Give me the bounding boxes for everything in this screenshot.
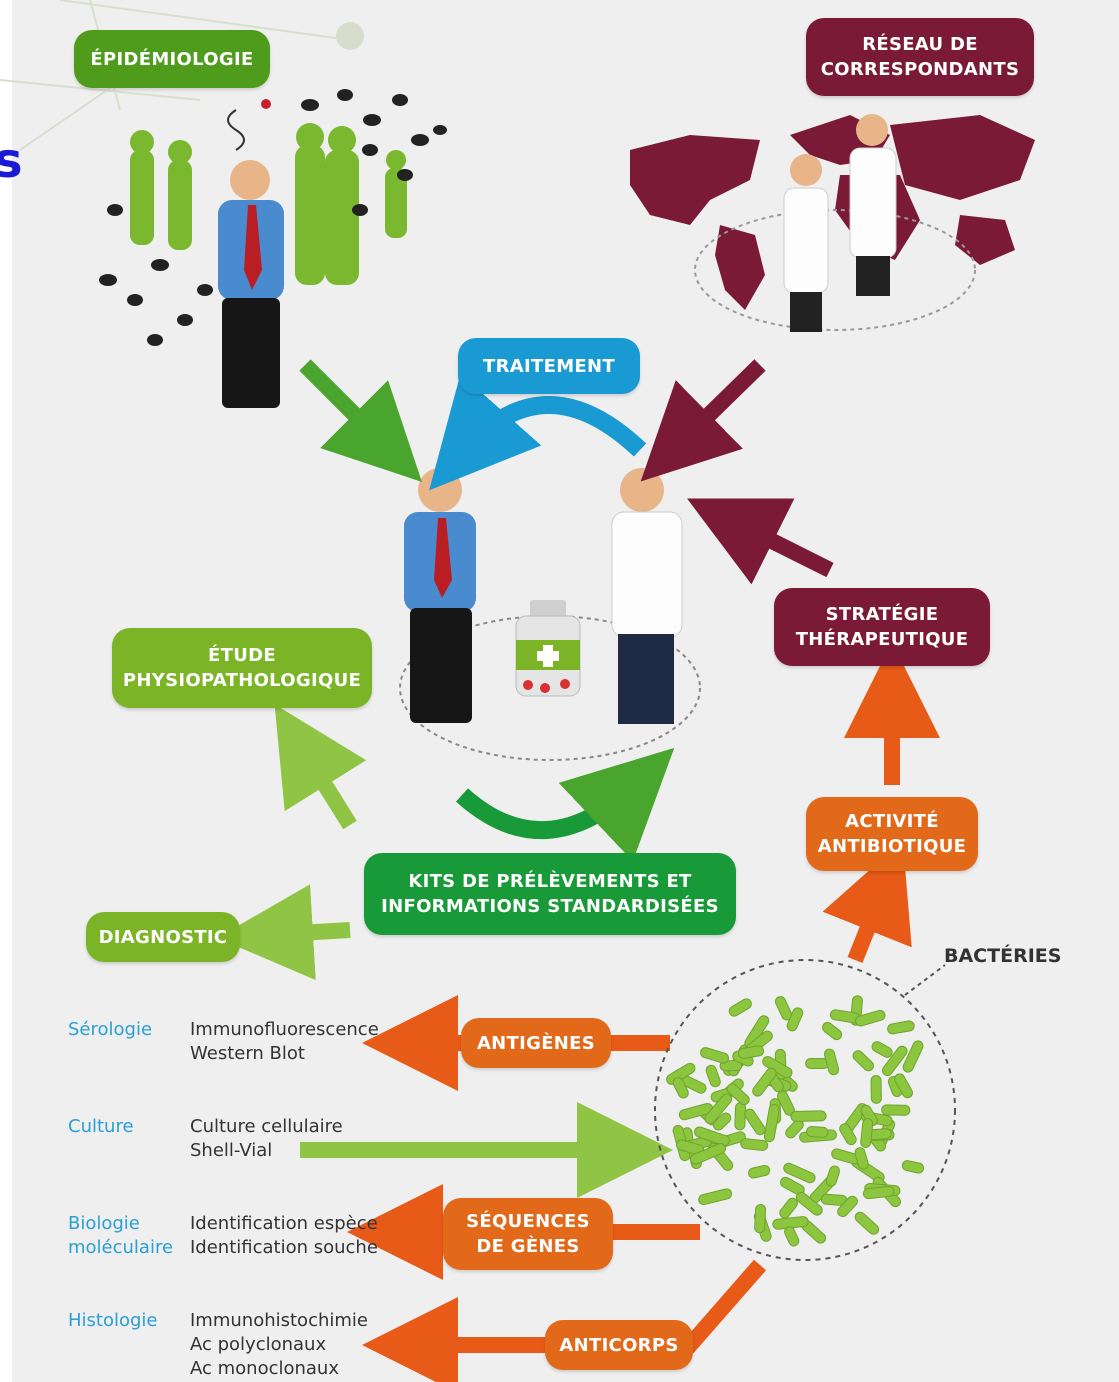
bacterium bbox=[734, 1102, 747, 1131]
node-strategie-therapeutique[interactable]: STRATÉGIE THÉRAPEUTIQUE bbox=[774, 588, 990, 666]
bacterium bbox=[752, 1067, 777, 1097]
bacterium bbox=[790, 1110, 827, 1122]
node-reseau-correspondants[interactable]: RÉSEAU DE CORRESPONDANTS bbox=[806, 18, 1034, 96]
bacterium bbox=[860, 1104, 878, 1127]
bacterium bbox=[783, 1162, 816, 1184]
bacterium bbox=[881, 1045, 908, 1077]
bacterium bbox=[698, 1188, 733, 1206]
left-border bbox=[0, 0, 12, 1382]
bacteria-pointer bbox=[904, 964, 946, 996]
bacterium bbox=[779, 1197, 798, 1219]
node-diagnostic[interactable]: DIAGNOSTIC bbox=[86, 912, 240, 962]
bacterium bbox=[806, 1126, 829, 1138]
bacterium bbox=[737, 1045, 765, 1059]
method-category-serologie: Sérologie bbox=[68, 1019, 153, 1040]
bacteria-circle bbox=[654, 959, 956, 1261]
bacterium bbox=[862, 1185, 895, 1200]
bacterium bbox=[805, 1057, 830, 1069]
bacterium bbox=[870, 1074, 882, 1104]
bacterium bbox=[822, 1022, 843, 1041]
bacterium bbox=[837, 1195, 858, 1218]
method-details-culture: Culture cellulaire Shell-Vial bbox=[190, 1116, 343, 1161]
bacterium bbox=[726, 1083, 750, 1106]
node-sequences-genes[interactable]: SÉQUENCES DE GÈNES bbox=[443, 1198, 613, 1270]
method-category-culture: Culture bbox=[68, 1116, 134, 1137]
bacterium bbox=[852, 1050, 874, 1072]
node-anticorps[interactable]: ANTICORPS bbox=[545, 1320, 693, 1370]
bacterium bbox=[740, 1138, 769, 1151]
globe-ring bbox=[694, 209, 976, 331]
arrow-kits-to-diagnostic bbox=[217, 884, 351, 981]
method-details-serologie: Immunofluorescence Western Blot bbox=[190, 1019, 379, 1064]
arrow-kits-to-etude bbox=[274, 704, 367, 830]
bacterium bbox=[854, 1147, 869, 1170]
bacterium bbox=[839, 1123, 857, 1146]
bacterium bbox=[678, 1102, 714, 1121]
patient-figure-top bbox=[218, 109, 284, 408]
bacteria-cluster bbox=[666, 995, 925, 1247]
arrow-strategie-to-doctor bbox=[687, 498, 834, 585]
bacterium bbox=[784, 1226, 800, 1247]
bacterium bbox=[763, 1104, 780, 1143]
bacterium bbox=[689, 1142, 727, 1165]
arrow-traitement-loop bbox=[429, 373, 647, 491]
node-traitement[interactable]: TRAITEMENT bbox=[458, 338, 640, 394]
bacterium bbox=[871, 1041, 893, 1058]
bacterium bbox=[795, 1191, 823, 1216]
title-fragment: s bbox=[0, 133, 23, 189]
medicine-bottle bbox=[515, 600, 581, 697]
bacterium bbox=[901, 1160, 925, 1174]
arrow-bacteries-to-activite bbox=[822, 840, 912, 963]
bacterium bbox=[774, 996, 793, 1021]
bacterium bbox=[744, 1108, 766, 1136]
bacterium bbox=[825, 1165, 841, 1187]
bacterium bbox=[823, 1048, 840, 1076]
bacterium bbox=[887, 1020, 915, 1035]
bacterium bbox=[666, 1062, 696, 1085]
bacterium bbox=[700, 1047, 730, 1064]
node-kits-prelevements[interactable]: KITS DE PRÉLÈVEMENTS ET INFORMATIONS STA… bbox=[364, 853, 736, 935]
bacterium bbox=[672, 1077, 689, 1099]
arrow-reseau-to-center bbox=[640, 359, 766, 482]
node-etude-physiopathologique[interactable]: ÉTUDE PHYSIOPATHOLOGIQUE bbox=[112, 628, 372, 708]
bacterium bbox=[881, 1104, 911, 1116]
bacterium bbox=[728, 998, 752, 1017]
arrow-epidemio-to-center bbox=[299, 359, 422, 482]
method-category-biologie-moleculaire: Biologie moléculaire bbox=[68, 1213, 174, 1258]
crowd-silhouettes bbox=[130, 123, 407, 285]
bacterium bbox=[704, 1093, 733, 1125]
doctor-figure-center bbox=[611, 468, 683, 724]
bacterium bbox=[705, 1064, 721, 1088]
bacterium bbox=[854, 1211, 880, 1235]
bacterium bbox=[786, 1007, 804, 1032]
method-details-histologie: Immunohistochimie Ac polyclonaux Ac mono… bbox=[190, 1310, 368, 1379]
bacterium bbox=[748, 1164, 771, 1179]
method-category-histologie: Histologie bbox=[68, 1310, 158, 1331]
node-activite-antibiotique[interactable]: ACTIVITÉ ANTIBIOTIQUE bbox=[806, 797, 978, 871]
decorative-dot bbox=[336, 22, 364, 50]
node-epidemiologie[interactable]: ÉPIDÉMIOLOGIE bbox=[74, 30, 270, 88]
bacterium bbox=[855, 1009, 886, 1027]
germ-icons bbox=[99, 89, 447, 346]
node-antigenes[interactable]: ANTIGÈNES bbox=[461, 1018, 611, 1068]
doctor-figures-top bbox=[783, 114, 897, 332]
bacterium bbox=[894, 1073, 914, 1099]
bacterium bbox=[902, 1040, 924, 1073]
bacterium bbox=[694, 1126, 730, 1147]
red-germ bbox=[261, 99, 271, 109]
world-map bbox=[630, 115, 1035, 310]
label-bacteries: BACTÉRIES bbox=[944, 945, 1062, 967]
bacterium bbox=[860, 1118, 874, 1148]
arrow-kits-loop bbox=[455, 747, 675, 862]
method-details-biologie-moleculaire: Identification espèce Identification sou… bbox=[190, 1213, 378, 1258]
bacterium bbox=[754, 1203, 767, 1234]
bacterium bbox=[712, 1112, 732, 1131]
patient-figure-center bbox=[404, 468, 476, 723]
